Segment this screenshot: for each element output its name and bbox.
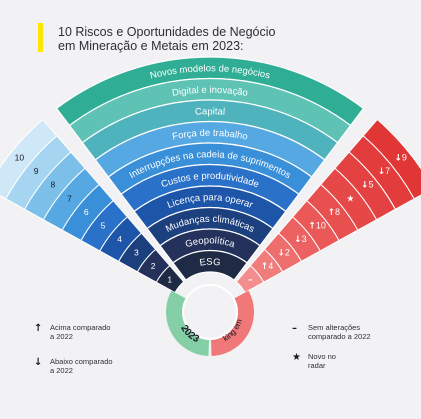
arrow-up-icon: ↑: [34, 323, 43, 334]
legend-down: ↓ Abaixo comparado a 2022: [34, 357, 134, 377]
legend-new-text: Novo no radar: [308, 352, 336, 371]
right-rank-marker: ↓7: [378, 166, 391, 177]
arrow-down-icon: ↓: [34, 357, 43, 368]
right-rank-marker: ↑4: [261, 261, 274, 272]
year-band: [166, 312, 210, 356]
right-rank-cell: [362, 118, 421, 200]
right-rank-marker: ↑10: [308, 220, 326, 231]
title-line-2: em Mineração e Metais em 2023:: [58, 39, 244, 53]
right-rank-marker: ★: [346, 194, 354, 204]
risk-ring-1: [172, 249, 248, 281]
left-rank-number: 1: [167, 274, 172, 284]
legend-up: ↑ Acima comparado a 2022: [34, 323, 134, 343]
right-rank-marker: –: [248, 275, 253, 285]
left-rank-cell: [0, 118, 58, 200]
left-rank-number: 2: [151, 261, 156, 271]
left-rank-number: 3: [134, 247, 139, 257]
ranking-band: [210, 312, 254, 356]
legend-same: – Sem alterações comparado a 2022: [292, 323, 402, 343]
right-rank-marker: ↓2: [277, 247, 290, 258]
risk-label-2: Geopolítica: [184, 235, 237, 250]
left-rank-number: 9: [34, 166, 39, 176]
risk-label-8: Capital: [195, 106, 226, 118]
risk-label-9: Digital e inovação: [171, 85, 248, 99]
left-rank-number: 5: [101, 220, 106, 230]
left-rank-number: 7: [67, 193, 72, 203]
left-rank-number: 8: [50, 180, 55, 190]
year-band-tail: [166, 290, 188, 312]
dash-icon: –: [292, 323, 297, 334]
title-line-1: 10 Riscos e Oportunidades de Negócio: [58, 25, 276, 39]
legend-same-text: Sem alterações comparado a 2022: [308, 323, 371, 342]
legend-up-text: Acima comparado a 2022: [50, 323, 111, 342]
right-rank-marker: ↓9: [394, 153, 407, 164]
left-rank-number: 10: [15, 153, 25, 163]
legend-down-text: Abaixo comparado a 2022: [50, 357, 113, 376]
ranking-band-tail: [232, 290, 254, 312]
left-rank-number: 6: [84, 207, 89, 217]
right-rank-marker: ↓3: [294, 234, 307, 245]
legend-new: ★ Novo no radar: [292, 352, 402, 372]
risk-label-1: ESG: [199, 257, 221, 269]
left-rank-band: 1 2 3 4 5 6 7 8 9 10: [0, 118, 185, 294]
right-rank-marker: ↓5: [361, 180, 374, 191]
right-rank-band: –↑4↓2 ↓3↑10↑8 ★ ↓5 ↓7↓9: [235, 118, 421, 294]
risk-label-7: Força de trabalho: [171, 128, 248, 143]
left-rank-number: 4: [117, 234, 122, 244]
star-icon: ★: [292, 352, 301, 363]
title-accent-bar: [38, 23, 43, 52]
hub-circle: [182, 284, 238, 340]
right-rank-marker: ↑8: [327, 207, 340, 218]
